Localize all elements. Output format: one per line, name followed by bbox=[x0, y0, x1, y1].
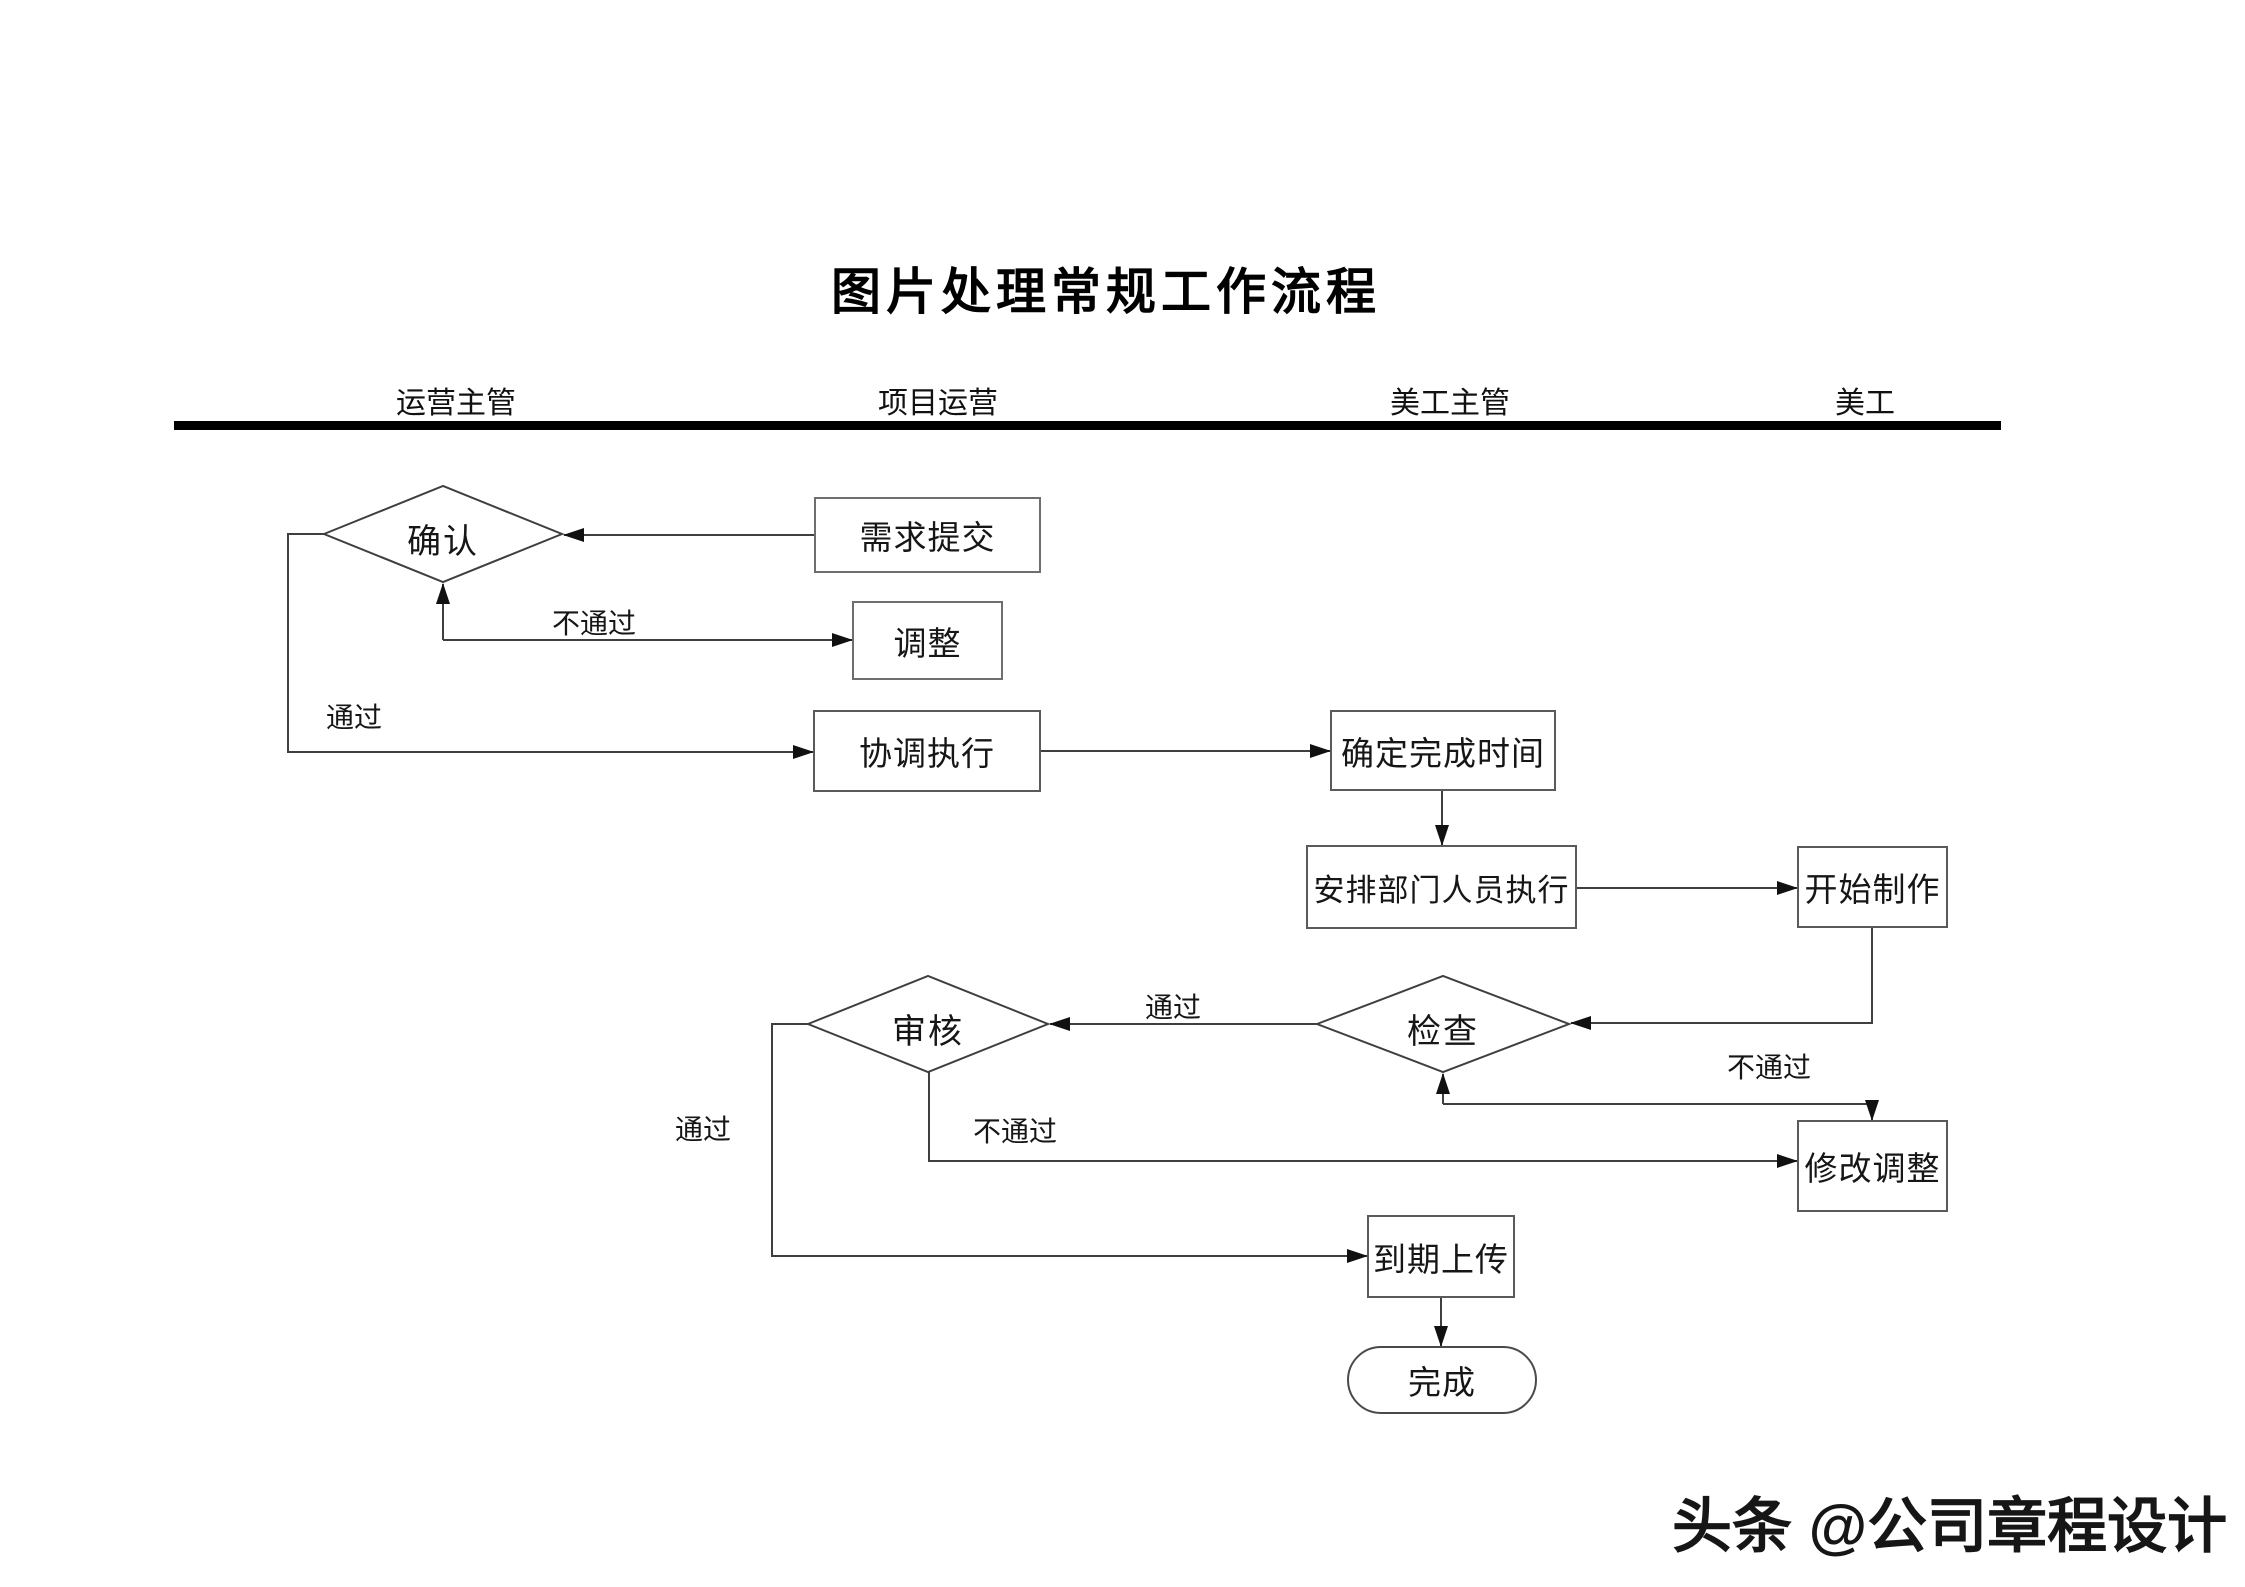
node-assign-department-staff: 安排部门人员执行 bbox=[1306, 845, 1577, 929]
lane-header-artist: 美工 bbox=[1835, 387, 1895, 420]
node-start-production: 开始制作 bbox=[1797, 846, 1948, 928]
decision-confirm-shape bbox=[321, 484, 565, 584]
node-upload-on-due: 到期上传 bbox=[1367, 1215, 1515, 1298]
lane-separator-line bbox=[174, 421, 2001, 430]
watermark-text: 头条 @公司章程设计 bbox=[1672, 1493, 2228, 1560]
decision-review-shape bbox=[805, 974, 1051, 1074]
page-title: 图片处理常规工作流程 bbox=[831, 264, 1381, 320]
edge-pass-to-coordinate bbox=[287, 533, 814, 759]
edge-start-to-check bbox=[1570, 928, 1873, 1030]
decision-confirm-label: 确认 bbox=[407, 524, 479, 561]
edge-label-review-pass: 通过 bbox=[675, 1115, 732, 1146]
lane-header-operations-supervisor: 运营主管 bbox=[396, 387, 516, 420]
edge-label-check-pass: 通过 bbox=[1145, 993, 1202, 1024]
edge-check-fail-to-modify bbox=[1443, 1100, 1879, 1121]
edge-label-confirm-fail: 不通过 bbox=[552, 609, 637, 640]
node-adjust: 调整 bbox=[852, 601, 1003, 680]
node-confirm-completion-time: 确定完成时间 bbox=[1330, 710, 1556, 791]
lane-header-art-supervisor: 美工主管 bbox=[1390, 387, 1510, 420]
edge-label-check-fail: 不通过 bbox=[1727, 1053, 1812, 1084]
node-modify-adjust: 修改调整 bbox=[1797, 1120, 1948, 1212]
decision-check-shape bbox=[1314, 974, 1572, 1074]
edge-label-confirm-pass: 通过 bbox=[326, 703, 383, 734]
node-coordinate-execute: 协调执行 bbox=[813, 710, 1041, 792]
decision-check-label: 检查 bbox=[1407, 1014, 1479, 1051]
node-done-terminator: 完成 bbox=[1347, 1346, 1537, 1414]
edge-review-pass-to-upload bbox=[771, 1023, 1368, 1263]
edge-review-fail-to-modify bbox=[928, 1072, 1798, 1168]
edge-label-review-fail: 不通过 bbox=[973, 1117, 1058, 1148]
node-requirement-submit: 需求提交 bbox=[814, 497, 1041, 573]
decision-review-label: 审核 bbox=[892, 1014, 964, 1051]
lane-header-project-operations: 项目运营 bbox=[878, 387, 998, 420]
